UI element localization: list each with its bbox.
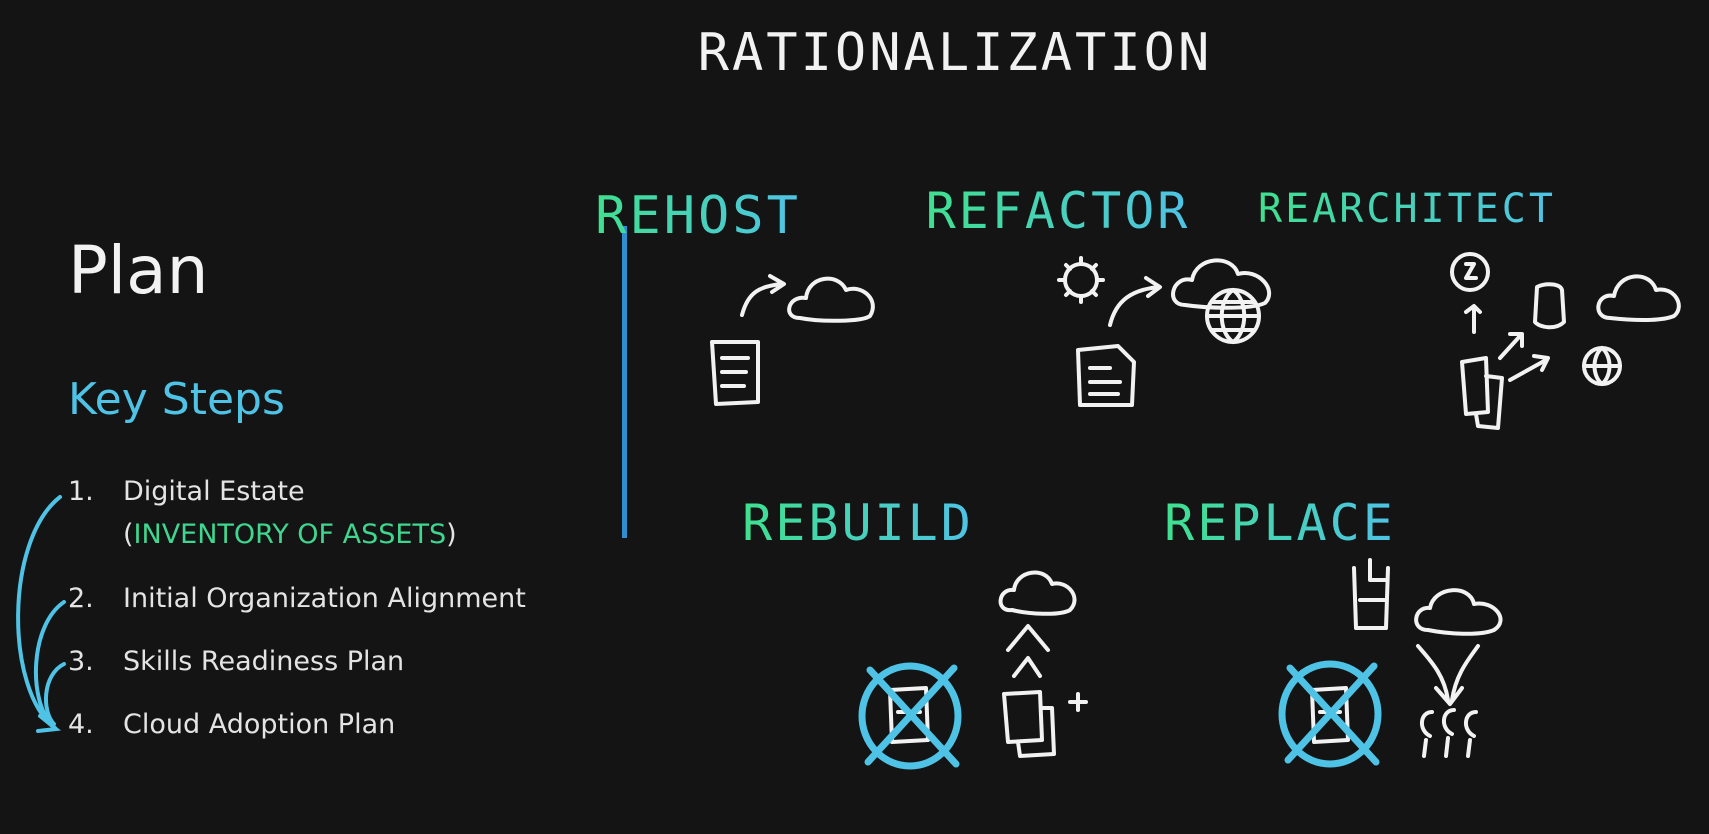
strategy-label-rebuild: REBUILD <box>742 494 974 552</box>
arrow-down-icon <box>1416 644 1480 706</box>
rationalization-heading: RATIONALIZATION <box>698 23 1213 83</box>
arrow-icon <box>1108 276 1162 327</box>
step-number: 2. <box>68 583 94 614</box>
inventory-highlight: INVENTORY OF ASSETS <box>133 519 447 550</box>
step-text: Skills Readiness Plan <box>123 646 405 677</box>
arrow-icon <box>740 274 786 317</box>
rearchitect-sketch <box>1450 252 1681 430</box>
section-divider <box>622 226 627 538</box>
strategy-label-rehost: REHOST <box>595 186 801 246</box>
step-text: Digital Estate <box>123 476 305 507</box>
arrow-up-icon <box>1006 624 1050 678</box>
step-text: Cloud Adoption Plan <box>123 709 396 740</box>
arrow-icon <box>1498 332 1524 360</box>
rebuild-sketch <box>888 570 1088 758</box>
badge-icon <box>1450 252 1490 292</box>
step-number: 1. <box>68 476 94 507</box>
building-icon <box>1352 558 1390 630</box>
new-server-icon <box>1002 690 1056 758</box>
step-number: 4. <box>68 709 94 740</box>
paren-open: ( <box>123 519 134 550</box>
cloud-icon <box>787 276 875 323</box>
key-steps-heading: Key Steps <box>68 374 285 425</box>
globe-icon <box>1205 288 1261 344</box>
cylinder-icon <box>1533 282 1566 330</box>
devices-icon <box>1460 356 1504 430</box>
strategy-label-replace: REPLACE <box>1164 494 1396 552</box>
paren-close: ) <box>446 519 457 550</box>
step1-subtext: (INVENTORY OF ASSETS) <box>123 521 457 548</box>
server-icon <box>710 340 760 406</box>
step-text: Initial Organization Alignment <box>123 583 526 614</box>
strategy-label-refactor: REFACTOR <box>926 182 1191 240</box>
cloud-icon <box>1414 588 1503 636</box>
step-item: 3. Skills Readiness Plan <box>68 648 404 675</box>
plan-title: Plan <box>68 232 209 309</box>
step-number: 3. <box>68 646 94 677</box>
people-icon <box>1420 708 1478 758</box>
crossed-out-icon <box>858 662 962 770</box>
rehost-sketch <box>710 274 875 406</box>
step-item: 1. Digital Estate <box>68 478 305 505</box>
cloud-icon <box>998 570 1077 616</box>
step-item: 4. Cloud Adoption Plan <box>68 711 395 738</box>
arrow-icon <box>1508 354 1550 382</box>
refactor-sketch <box>1057 256 1272 407</box>
document-icon <box>1076 344 1136 407</box>
globe-icon <box>1582 346 1622 386</box>
step-item: 2. Initial Organization Alignment <box>68 585 526 612</box>
plus-icon <box>1068 692 1088 712</box>
strategy-label-rearchitect: REARCHITECT <box>1258 186 1556 232</box>
crossed-out-icon <box>1278 660 1382 768</box>
flow-arrows <box>16 495 66 733</box>
arrow-icon <box>1464 304 1482 334</box>
cloud-icon <box>1596 274 1681 322</box>
